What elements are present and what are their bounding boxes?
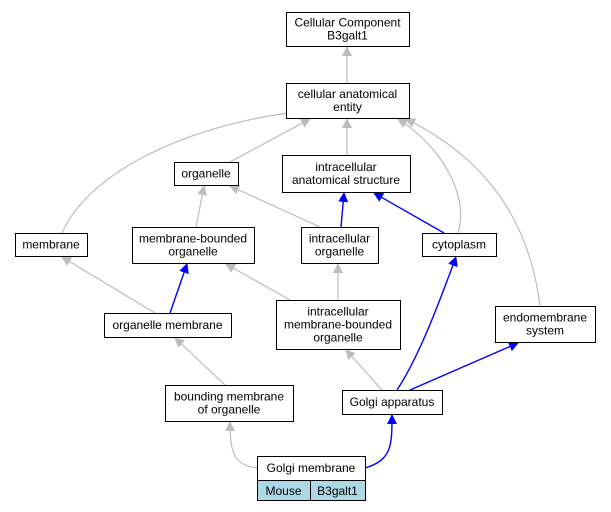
node-box [301,227,379,264]
edge-is-a-imbo-to-mbo [225,263,291,301]
node-box [286,12,410,47]
node-box [257,456,366,481]
node-cytoplasm[interactable]: cytoplasm [422,233,497,257]
node-box [104,313,232,338]
node-label-line: organelle [315,245,365,259]
node-label-line: organelle [181,167,231,181]
node-box [282,155,411,193]
edge-part-of-cytoplasm-to-ias [373,192,445,234]
node-label-line: membrane-bounded [284,318,392,332]
node-label-line: intracellular [315,160,376,174]
edge-part-of-golgi-to-cytoplasm [396,256,458,391]
node-box [342,390,443,415]
node-label-line: entity [333,100,362,114]
node-label-line: system [526,324,564,338]
edge-is-a-io-to-organelle [229,185,321,228]
edge-is-a-om-to-membrane [61,256,156,314]
node-label-line: endomembrane [503,311,587,325]
edge-part-of-golgi-to-es [409,342,519,391]
edge-is-a-organelle-to-cae [229,118,311,163]
node-box [286,83,410,119]
edge-is-a-membrane-to-cae [61,108,297,234]
edge-is-a-golgi-to-imbo [345,349,383,391]
node-label-line: organelle [168,245,218,259]
edge-part-of-gm-to-golgi [364,414,397,469]
annotation-gene-label: B3galt1 [317,484,358,498]
node-box [495,306,596,343]
node-label-line: Cellular Component [294,16,401,30]
node-label-line: cellular anatomical [298,87,397,101]
edge-part-of-om-to-mbo [169,263,189,314]
node-box [174,162,239,186]
node-label-line: B3galt1 [327,29,368,43]
node-box [15,233,88,257]
node-label-line: organelle [313,331,363,345]
node-golgi[interactable]: Golgi apparatus [342,390,443,415]
node-label-line: bounding membrane [174,390,284,404]
edges [61,46,541,469]
node-label-line: membrane [22,238,80,252]
node-label-line: intracellular [307,305,368,319]
node-label-line: cytoplasm [432,238,486,252]
node-box [132,227,255,264]
node-box [276,300,401,350]
node-label-line: intracellular [309,232,370,246]
edge-is-a-bmo-to-om [174,337,226,386]
annotation-row: Mouse B3galt1 [257,480,366,501]
node-om[interactable]: organelle membrane [104,313,232,338]
annotation-species-label: Mouse [265,484,301,498]
node-label-line: anatomical structure [292,173,400,187]
node-organelle[interactable]: organelle [174,162,239,186]
node-label-line: Golgi membrane [267,461,356,475]
node-label-line: of organelle [198,403,261,417]
node-membrane[interactable]: membrane [15,233,88,257]
node-label-line: organelle membrane [112,318,222,332]
node-gm[interactable]: Golgi membrane [257,456,366,481]
edge-is-a-gm-to-bmo [225,421,260,469]
node-box [165,385,294,422]
node-box [422,233,497,257]
edge-is-a-mbo-to-organelle [195,185,208,228]
edge-part-of-io-to-ias [338,192,349,228]
node-label-line: membrane-bounded [139,232,247,246]
node-label-line: Golgi apparatus [350,395,435,409]
edge-is-a-cytoplasm-to-cae [397,118,462,234]
edge-is-a-es-to-cae [405,118,541,307]
annotation-gene-cell [310,480,366,501]
